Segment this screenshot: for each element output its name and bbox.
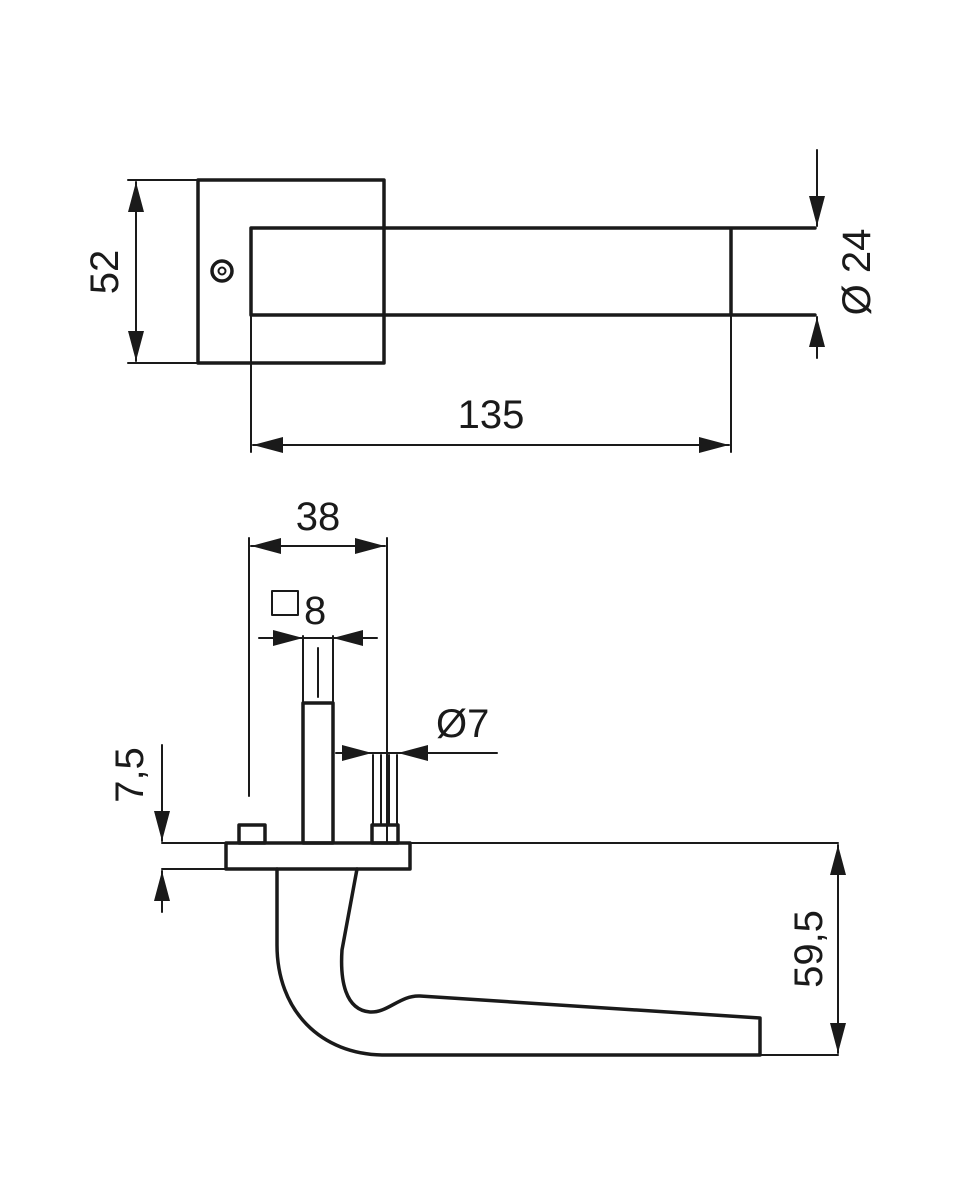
spindle bbox=[301, 701, 335, 845]
dim-8-arrow-right bbox=[333, 630, 363, 646]
screw-hole-outer bbox=[210, 259, 234, 283]
dim-59-5-arrow-top bbox=[830, 845, 846, 875]
dim-38-arrow-right bbox=[355, 538, 385, 554]
dim-38-label: 38 bbox=[296, 495, 341, 539]
rose-plate bbox=[224, 841, 412, 871]
dim-24-arrow-top bbox=[809, 196, 825, 226]
dim-52-arrow-bottom bbox=[128, 331, 144, 361]
side-view: 38 8 Ø7 7,5 59,5 bbox=[108, 495, 846, 1057]
dim-135-arrow-right bbox=[699, 437, 729, 453]
dim-52-label: 52 bbox=[83, 250, 127, 295]
dim-7-label: Ø7 bbox=[436, 702, 489, 746]
dim-7-arrow-left bbox=[342, 745, 372, 761]
dim-59-5-label: 59,5 bbox=[787, 910, 831, 988]
screw-head-left bbox=[237, 823, 267, 845]
top-view: 52 135 Ø 24 bbox=[83, 149, 879, 453]
dim-7-arrow-right bbox=[398, 745, 428, 761]
dim-7-5-label: 7,5 bbox=[108, 747, 152, 803]
lever-profile bbox=[275, 867, 762, 1057]
dim-135-arrow-left bbox=[253, 437, 283, 453]
dim-24-label: Ø 24 bbox=[835, 229, 879, 316]
dim-7-5-arrow-bottom bbox=[154, 871, 170, 901]
dim-24-arrow-bottom bbox=[809, 317, 825, 347]
rose-outline bbox=[196, 178, 386, 365]
dim-8-arrow-left bbox=[273, 630, 303, 646]
dim-135-label: 135 bbox=[458, 393, 525, 437]
dim-59-5-arrow-bottom bbox=[830, 1023, 846, 1053]
screw-hole-inner bbox=[217, 266, 227, 276]
lever-top-outline bbox=[249, 226, 817, 317]
dim-8-label: 8 bbox=[304, 589, 326, 633]
dim-52-arrow-top bbox=[128, 182, 144, 212]
screw-head-right bbox=[370, 823, 400, 845]
square-icon bbox=[271, 590, 299, 616]
dim-38-arrow-left bbox=[251, 538, 281, 554]
dim-7-5-arrow-top bbox=[154, 811, 170, 841]
